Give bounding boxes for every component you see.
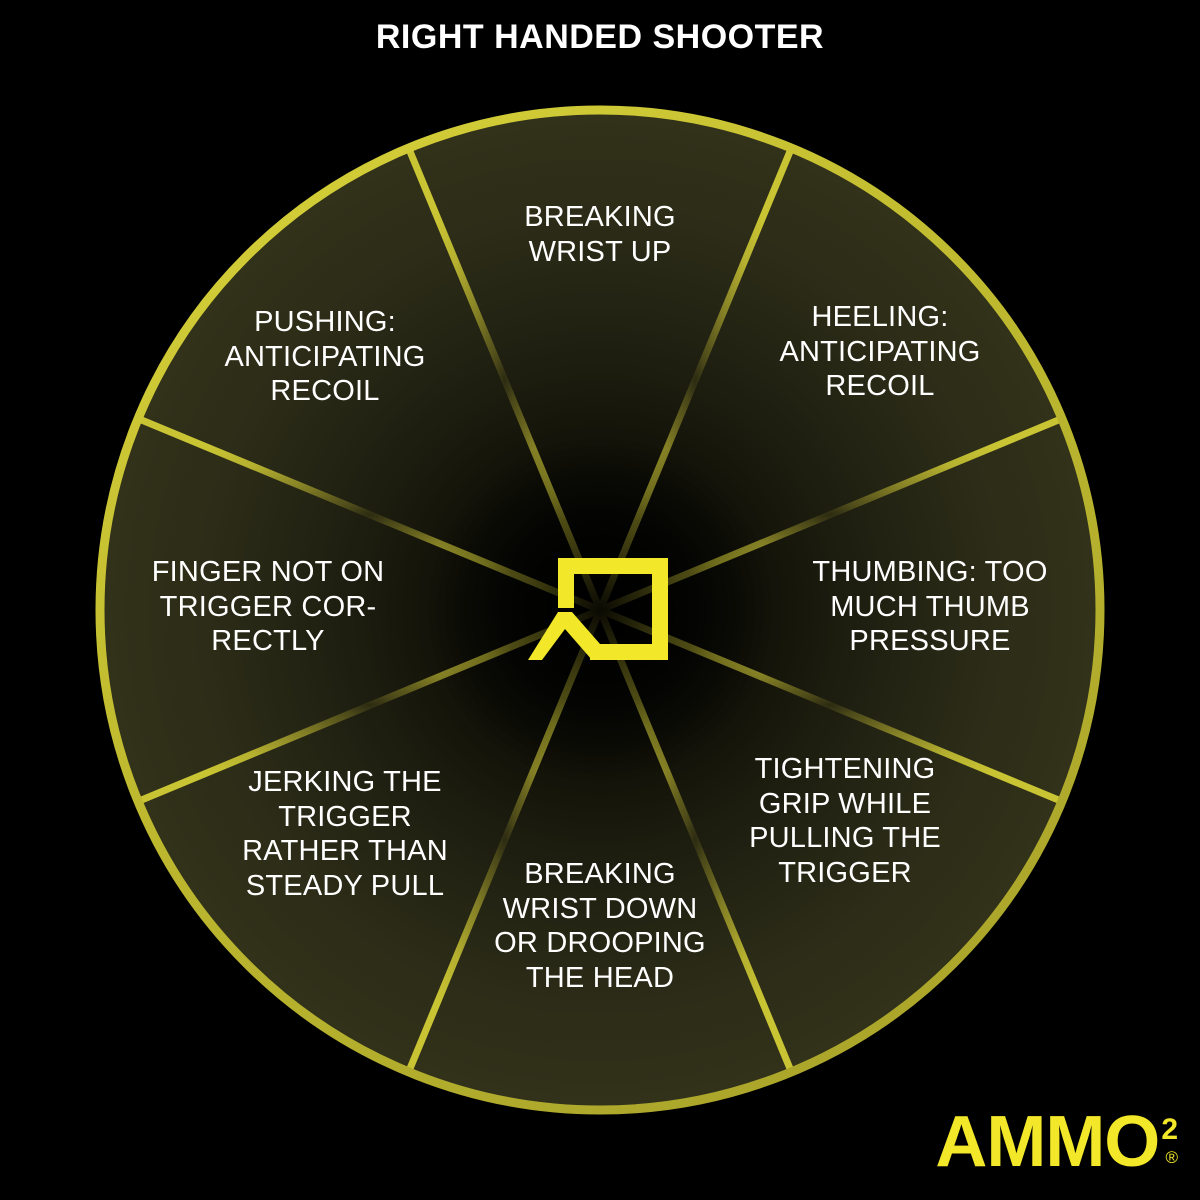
wheel-outer-ring: [95, 105, 1105, 1115]
wheel-graphic: [95, 105, 1105, 1115]
brand-wordmark: AMMO: [935, 1101, 1160, 1182]
ammo2-center-logo-icon: [528, 548, 678, 668]
center-glow: [425, 435, 775, 785]
page-title: RIGHT HANDED SHOOTER: [375, 18, 825, 56]
ammo2-brand-logo: AMMO 2 ®: [935, 1101, 1178, 1182]
registered-trademark-icon: ®: [1165, 1148, 1178, 1167]
brand-superscript: 2: [1161, 1112, 1178, 1146]
shooting-error-wheel: [95, 105, 1105, 1115]
